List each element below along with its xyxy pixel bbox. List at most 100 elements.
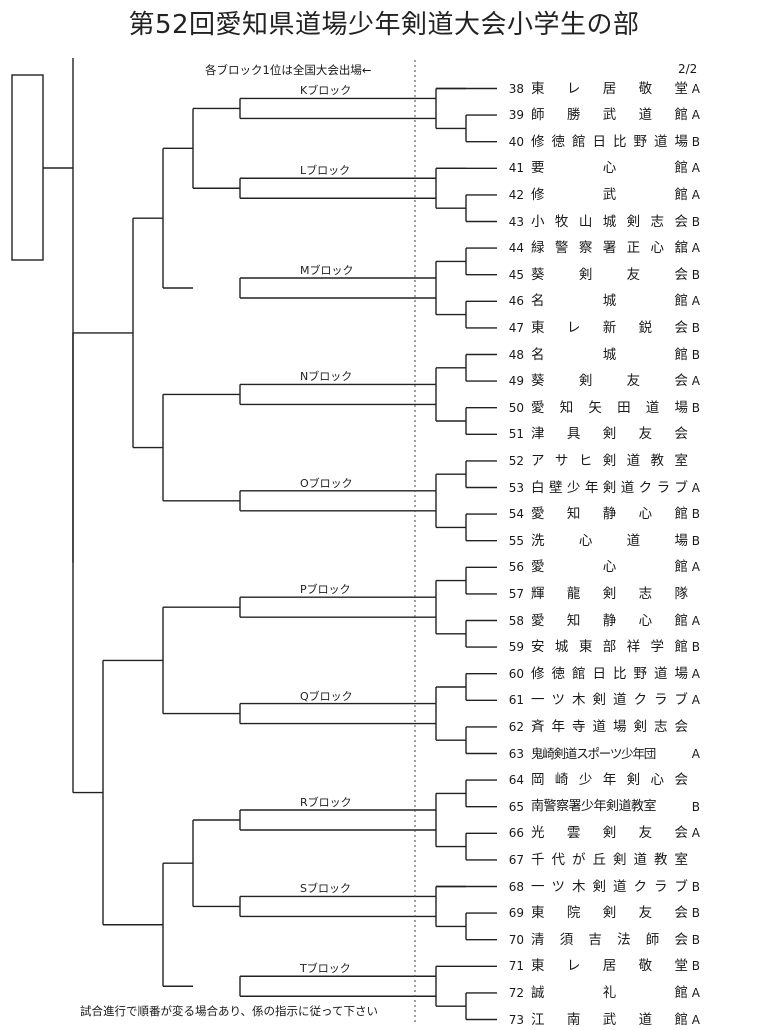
team-grade: A bbox=[691, 1012, 700, 1027]
team-name: 南警察署少年剣道教室 bbox=[531, 798, 657, 814]
team-grade: A bbox=[691, 241, 700, 256]
team-name: 白壁少年剣道クラブ bbox=[531, 479, 688, 496]
team-name: 誠礼館 bbox=[531, 984, 688, 1001]
team-grade: A bbox=[691, 81, 700, 96]
team-number: 69 bbox=[508, 906, 524, 921]
team-name: 愛知矢田道場 bbox=[531, 399, 688, 416]
team-name: 東レ居敬堂 bbox=[531, 80, 688, 97]
block-label: Mブロック bbox=[300, 264, 354, 277]
team-name: 愛知静心館 bbox=[531, 506, 688, 523]
team-row: 67 千代が丘剣道教室 bbox=[502, 850, 700, 870]
team-name: 一ツ木剣道クラブ bbox=[531, 692, 688, 709]
team-number: 47 bbox=[508, 320, 524, 335]
team-name: 葵剣友会 bbox=[531, 266, 688, 283]
block-label: Oブロック bbox=[300, 476, 353, 490]
team-grade: B bbox=[691, 533, 700, 548]
team-name: 津具剣友会 bbox=[531, 426, 688, 443]
team-number: 67 bbox=[508, 852, 524, 867]
team-grade: A bbox=[691, 187, 700, 202]
team-name: 修徳館日比野道場 bbox=[531, 133, 688, 150]
team-name: アサヒ剣道教室 bbox=[531, 452, 688, 469]
team-name: 小牧山城剣志会 bbox=[531, 213, 688, 230]
champion-box bbox=[11, 74, 44, 261]
team-number: 39 bbox=[508, 108, 524, 123]
team-number: 42 bbox=[508, 187, 524, 202]
team-number: 46 bbox=[508, 294, 524, 309]
team-number: 66 bbox=[508, 826, 524, 841]
block-label: Kブロック bbox=[300, 84, 352, 98]
team-name: 洗心道場 bbox=[531, 532, 688, 549]
team-grade: A bbox=[691, 480, 700, 495]
block-label: Pブロック bbox=[300, 583, 351, 597]
team-name: 師勝武道館 bbox=[531, 107, 688, 124]
block-label: Sブロック bbox=[300, 882, 351, 896]
team-number: 57 bbox=[508, 586, 524, 601]
team-row: 51 津具剣友会 bbox=[502, 424, 700, 444]
team-grade: B bbox=[691, 347, 700, 362]
team-grade: A bbox=[691, 826, 700, 841]
team-number: 52 bbox=[508, 453, 524, 468]
team-name: 光雲剣友会 bbox=[531, 825, 688, 842]
team-name: 東レ新鋭会 bbox=[531, 319, 688, 336]
team-number: 73 bbox=[508, 1012, 524, 1027]
block-label: Tブロック bbox=[300, 962, 351, 976]
team-name: 東院剣友会 bbox=[531, 905, 688, 922]
block-label: Rブロック bbox=[300, 796, 352, 809]
team-number: 43 bbox=[508, 214, 524, 229]
team-name: 愛心館 bbox=[531, 559, 688, 576]
team-grade: B bbox=[691, 932, 700, 947]
team-name: 修徳館日比野道場 bbox=[531, 665, 688, 682]
team-grade: B bbox=[691, 267, 700, 282]
team-number: 63 bbox=[508, 746, 524, 761]
team-number: 71 bbox=[508, 959, 524, 974]
team-number: 56 bbox=[508, 560, 524, 575]
team-number: 51 bbox=[508, 427, 524, 442]
team-grade: A bbox=[691, 985, 700, 1000]
team-number: 72 bbox=[508, 985, 524, 1000]
team-name: 修武館 bbox=[531, 186, 688, 203]
team-number: 49 bbox=[508, 374, 524, 389]
team-name: 安城東部祥学館 bbox=[531, 639, 688, 656]
block-label: Nブロック bbox=[300, 370, 353, 384]
block-label: Qブロック bbox=[300, 689, 353, 703]
team-number: 61 bbox=[508, 693, 524, 708]
team-name: 名城館 bbox=[531, 346, 688, 363]
team-number: 60 bbox=[508, 666, 524, 681]
team-grade: A bbox=[691, 374, 700, 389]
team-name: 葵剣友会 bbox=[531, 373, 688, 390]
team-grade: B bbox=[691, 959, 700, 974]
team-grade: B bbox=[691, 320, 700, 335]
team-name: 要心館 bbox=[531, 160, 688, 177]
team-name: 千代が丘剣道教室 bbox=[531, 851, 688, 868]
team-grade: A bbox=[691, 294, 700, 309]
team-number: 58 bbox=[508, 613, 524, 628]
page-title: 第52回愛知県道場少年剣道大会小学生の部 bbox=[128, 10, 640, 40]
team-number: 64 bbox=[508, 773, 524, 788]
team-name: 斉年寺道場剣志会 bbox=[531, 718, 688, 735]
team-name: 緑警察署正心舘 bbox=[531, 240, 688, 257]
team-name: 清須吉法師会 bbox=[531, 931, 688, 948]
team-number: 41 bbox=[508, 161, 524, 176]
